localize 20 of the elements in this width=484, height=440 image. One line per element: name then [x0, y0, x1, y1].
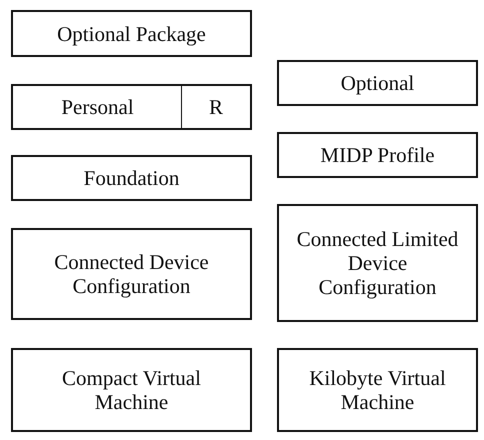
layer-label: MIDP Profile — [320, 143, 435, 167]
layer-box — [181, 84, 252, 130]
layer-label: Kilobyte Virtual Machine — [308, 366, 447, 414]
layer-label: Connected Limited Device Configuration — [296, 227, 460, 299]
layer-box — [11, 10, 252, 57]
layer-box — [11, 155, 252, 201]
layer-box — [277, 132, 478, 178]
layer-box — [11, 228, 252, 320]
layer-label: Optional Package — [57, 22, 206, 46]
layer-box — [277, 60, 478, 106]
layer-label: Connected Device Configuration — [53, 250, 210, 298]
layer-box — [277, 204, 478, 322]
layer-label: Optional — [340, 71, 414, 95]
layer-box — [11, 348, 252, 432]
layer-label: Compact Virtual Machine — [61, 366, 202, 414]
layer-label: Personal — [61, 95, 134, 119]
layer-label: R — [208, 95, 223, 119]
layer-box — [277, 348, 478, 432]
layer-box — [11, 84, 183, 130]
layer-label: Foundation — [84, 166, 180, 190]
